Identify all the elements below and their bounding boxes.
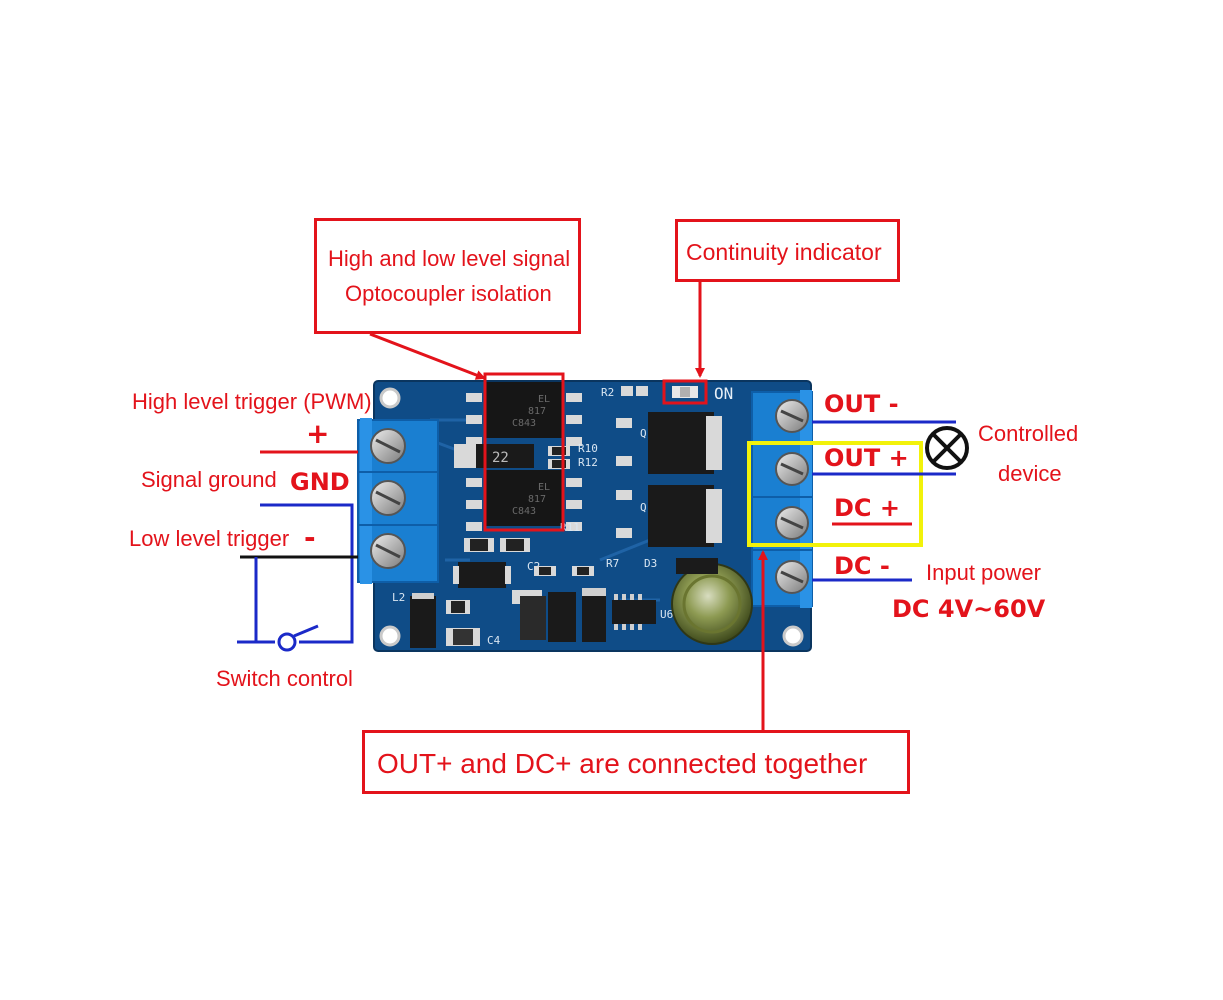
silk-r10: R10 [578,442,598,455]
left-terminal-block [357,418,439,584]
controlled-device-label-1: Controlled [978,421,1079,446]
dc-plus-label: DC + [834,494,900,522]
wire-signal-ground [260,503,354,644]
switch-control-label: Switch control [216,666,353,691]
chip-code-3: C843 [512,418,536,429]
led-on-label: ON [714,384,733,403]
high-trigger-label: High level trigger (PWM) [132,389,372,414]
out-minus-label: OUT - [824,390,899,418]
regulator-chip [458,562,506,588]
silk-r2: R2 [601,386,614,399]
silk-r12: R12 [578,456,598,469]
optocoupler-highlight-box [483,372,565,532]
optocoupler-callout-line1: High and low level signal [328,246,571,271]
silk-q: Q [640,427,647,440]
low-trigger-label: Low level trigger [129,526,290,551]
silk-c4: C4 [487,634,501,647]
chip-code-2: 817 [528,494,546,505]
connected-callout: OUT+ and DC+ are connected together [362,730,910,794]
dc-minus-label: DC - [834,552,890,580]
signal-ground-label: Signal ground [141,467,277,492]
inductor [410,596,436,648]
controlled-device-label-2: device [998,461,1062,486]
lamp-icon [925,426,969,470]
connected-terminals-highlight [747,441,923,547]
chip-code-1: EL [538,394,550,405]
silk-d3: D3 [644,557,657,570]
minus-label: - [304,521,316,554]
indicator-callout: Continuity indicator [675,219,900,282]
right-terminal-block [751,390,813,608]
mounting-hole [379,387,401,409]
led-highlight-box [662,379,708,405]
out-plus-label: OUT + [824,444,909,472]
switch-contact [277,632,297,652]
mosfet [616,412,722,474]
mounting-hole [379,625,401,647]
optocoupler-callout-line2: Optocoupler isolation [345,281,552,306]
chip-code-3: C843 [512,506,536,517]
optocoupler-arrow [369,332,486,380]
silk-l2: L2 [392,591,405,604]
connected-callout-text: OUT+ and DC+ are connected together [377,748,868,779]
silk-r7: R7 [606,557,619,570]
mounting-hole [782,625,804,647]
input-voltage-label: DC 4V~60V [892,595,1046,623]
silk-u6: U6 [660,608,673,621]
silk-q: Q [640,501,647,514]
optocoupler-chip: EL 817 C843 [486,382,562,438]
switch-lever [293,624,319,638]
mosfet [616,485,722,547]
gnd-label: GND [290,468,350,496]
optocoupler-chip: EL 817 C843 [486,470,562,526]
smd-code: 22 [492,450,509,466]
indicator-callout-text: Continuity indicator [686,239,882,265]
chip-code-2: 817 [528,406,546,417]
input-power-label: Input power [926,560,1041,585]
optocoupler-callout: High and low level signal Optocoupler is… [314,218,581,334]
ic-u6 [612,594,656,630]
plus-label: + [306,417,330,450]
silk-r11: R11 [560,521,580,534]
chip-code-1: EL [538,482,550,493]
